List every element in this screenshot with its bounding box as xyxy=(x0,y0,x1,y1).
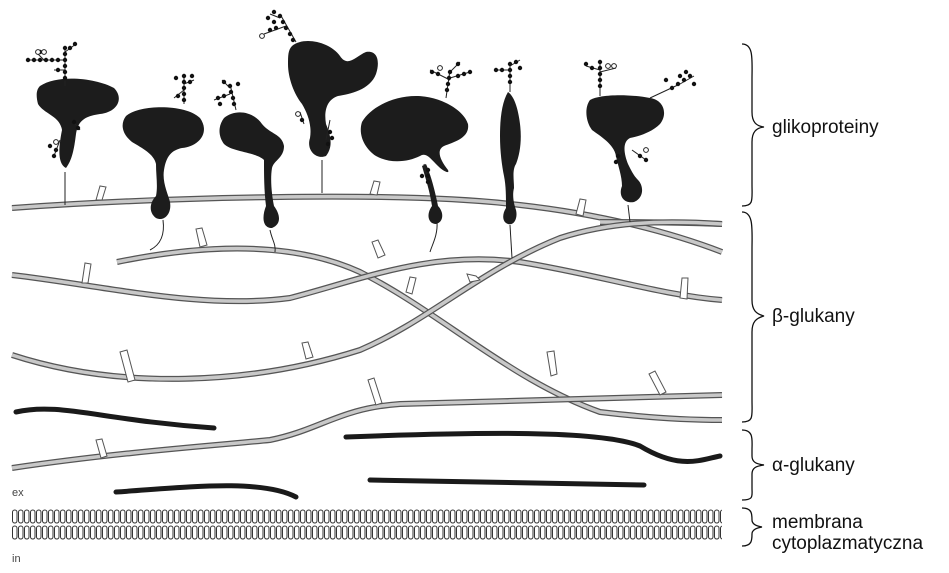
glycoprotein xyxy=(36,78,119,168)
label-alpha-glucans: α-glukany xyxy=(772,455,855,476)
beta-fiber xyxy=(11,193,724,255)
label-beta-glucans: β-glukany xyxy=(772,306,855,327)
alpha-fiber xyxy=(113,483,299,500)
label-inside: in xyxy=(12,553,21,565)
beta-fiber xyxy=(11,219,723,382)
label-outside: ex xyxy=(12,487,24,499)
glycoprotein xyxy=(360,96,469,224)
alpha-glucan-fibers xyxy=(13,406,723,500)
oligosaccharide-chains xyxy=(25,9,697,185)
brace-glycoproteins xyxy=(741,43,765,207)
beta-fiber xyxy=(11,392,723,471)
label-membrane-line2: cytoplazmatyczna xyxy=(772,533,924,554)
beta-fiber xyxy=(11,256,723,305)
beta-glucan-fibers xyxy=(11,193,724,471)
glycoprotein xyxy=(288,41,378,157)
label-glycoproteins: glikoproteiny xyxy=(772,117,879,138)
alpha-fiber xyxy=(343,430,723,464)
label-membrane-line1: membrana xyxy=(772,512,863,533)
beta-glucan-branches xyxy=(81,180,689,459)
glycoprotein xyxy=(122,107,204,220)
alpha-fiber xyxy=(13,406,217,431)
glycoprotein xyxy=(586,95,665,203)
alpha-fiber xyxy=(367,477,647,488)
brace-alpha-glucans xyxy=(741,429,765,501)
glycoprotein xyxy=(500,92,521,225)
glycoprotein xyxy=(219,112,284,228)
glycoproteins xyxy=(36,41,665,228)
glycoprotein-stems xyxy=(64,160,631,259)
cytoplasmic-membrane xyxy=(12,508,722,542)
braces xyxy=(741,43,765,547)
brace-beta-glucans xyxy=(741,211,765,423)
beta-fiber xyxy=(116,245,723,423)
brace-membrane xyxy=(741,507,763,547)
